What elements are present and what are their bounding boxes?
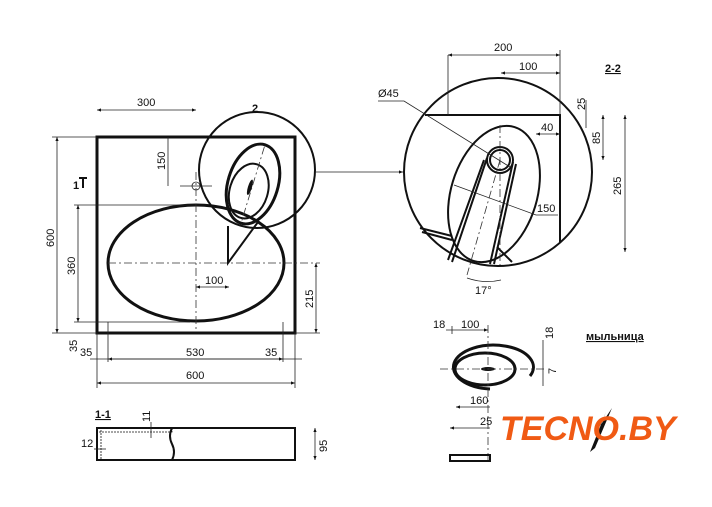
detail-circle: [403, 77, 593, 267]
dim-25: 25: [576, 98, 588, 110]
dim-40: 40: [541, 122, 553, 134]
dim-300: 300: [137, 97, 155, 109]
top-view: 2 1 300 150 600 360 100 215 35 35 530 35…: [45, 97, 403, 388]
dim-150: 150: [156, 152, 168, 170]
dim-diameter-45: Ø45: [378, 88, 399, 100]
detail-circle-2: [198, 111, 316, 229]
soap-dish-profile: [449, 454, 491, 462]
soap-dish-title: мыльница: [586, 331, 645, 343]
soap-dish-view: мыльница 18 100 18 7 160 25: [433, 319, 645, 462]
dim-150-detail: 150: [537, 203, 555, 215]
dim-100-soap: 100: [461, 319, 479, 331]
dim-35-left: 35: [80, 347, 92, 359]
dim-265: 265: [612, 177, 624, 195]
section-mark: 1: [73, 180, 79, 192]
dim-12: 12: [81, 438, 93, 450]
detail-mark: 2: [252, 103, 258, 115]
countertop-outline: [95, 135, 297, 335]
dim-18-top: 18: [433, 319, 445, 331]
dim-angle-17: 17°: [475, 285, 492, 297]
section-title: 1-1: [95, 409, 111, 421]
logo-text: TECNO.BY: [500, 410, 679, 448]
dim-18-right: 18: [544, 327, 556, 339]
dim-600-left: 600: [45, 229, 57, 247]
soap-dish-outline: [224, 142, 282, 226]
dim-100-detail: 100: [519, 61, 537, 73]
detail-2-2: 2-2 200 100 Ø45 40 150 25 85 265 17°: [378, 42, 627, 297]
dim-7: 7: [547, 368, 559, 374]
dim-100: 100: [205, 275, 223, 287]
dim-160: 160: [470, 395, 488, 407]
section-1-1: 1-1 11 12 95: [81, 409, 330, 461]
dim-85: 85: [591, 132, 603, 144]
dim-200: 200: [494, 42, 512, 54]
dim-35-vertical: 35: [68, 340, 80, 352]
dim-25-soap: 25: [480, 416, 492, 428]
tecno-by-logo: TECNO.BY: [500, 408, 679, 452]
dim-600-bottom: 600: [186, 370, 204, 382]
spout-triangle: [227, 221, 259, 267]
lightning-icon: [590, 408, 612, 452]
dim-35-right: 35: [265, 347, 277, 359]
dim-95: 95: [318, 440, 330, 452]
dim-215: 215: [304, 290, 316, 308]
dim-530: 530: [186, 347, 204, 359]
detail-title: 2-2: [605, 63, 621, 75]
dim-11: 11: [141, 411, 153, 422]
dim-360: 360: [66, 257, 78, 275]
